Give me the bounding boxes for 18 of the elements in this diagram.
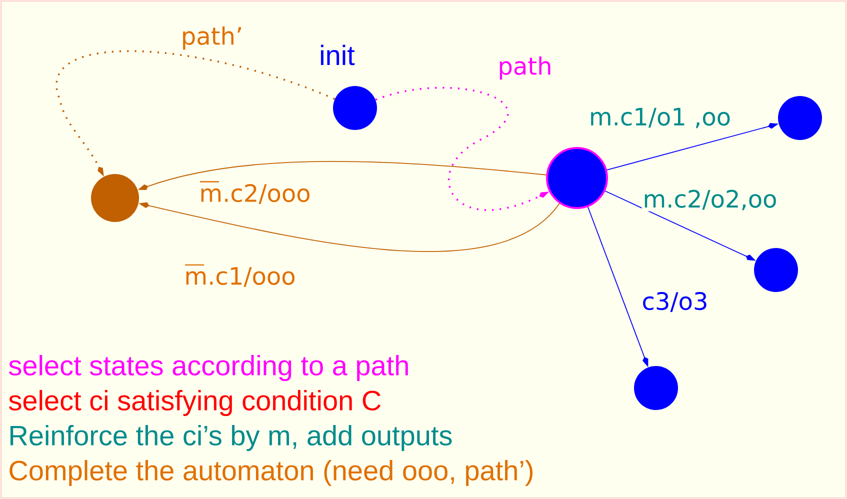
edge-label: m.c2/ooo xyxy=(201,184,310,204)
edge-label: path’ xyxy=(183,26,241,50)
edge-label: c3/o3 xyxy=(643,292,706,312)
state-circle xyxy=(91,174,139,222)
edge-label: path xyxy=(500,56,550,80)
note-text: select states according to a path xyxy=(8,354,408,382)
note-text: select ci satisfying condition C xyxy=(8,390,381,416)
edge-label: m.c1/o1 ,oo xyxy=(591,108,730,128)
state-circle xyxy=(754,248,798,292)
state-circle xyxy=(546,147,608,209)
note-text: Complete the automaton (need ooo, path’) xyxy=(10,460,532,486)
state-circle xyxy=(778,96,822,140)
edge-label: m.c2/o2,oo xyxy=(644,190,776,210)
state-circle xyxy=(333,86,377,130)
edge-label: m.c1/ooo xyxy=(186,267,294,287)
state-label: init xyxy=(320,44,355,66)
note-text: Reinforce the ci’s by m, add outputs xyxy=(10,424,452,452)
state-circle xyxy=(634,366,678,410)
